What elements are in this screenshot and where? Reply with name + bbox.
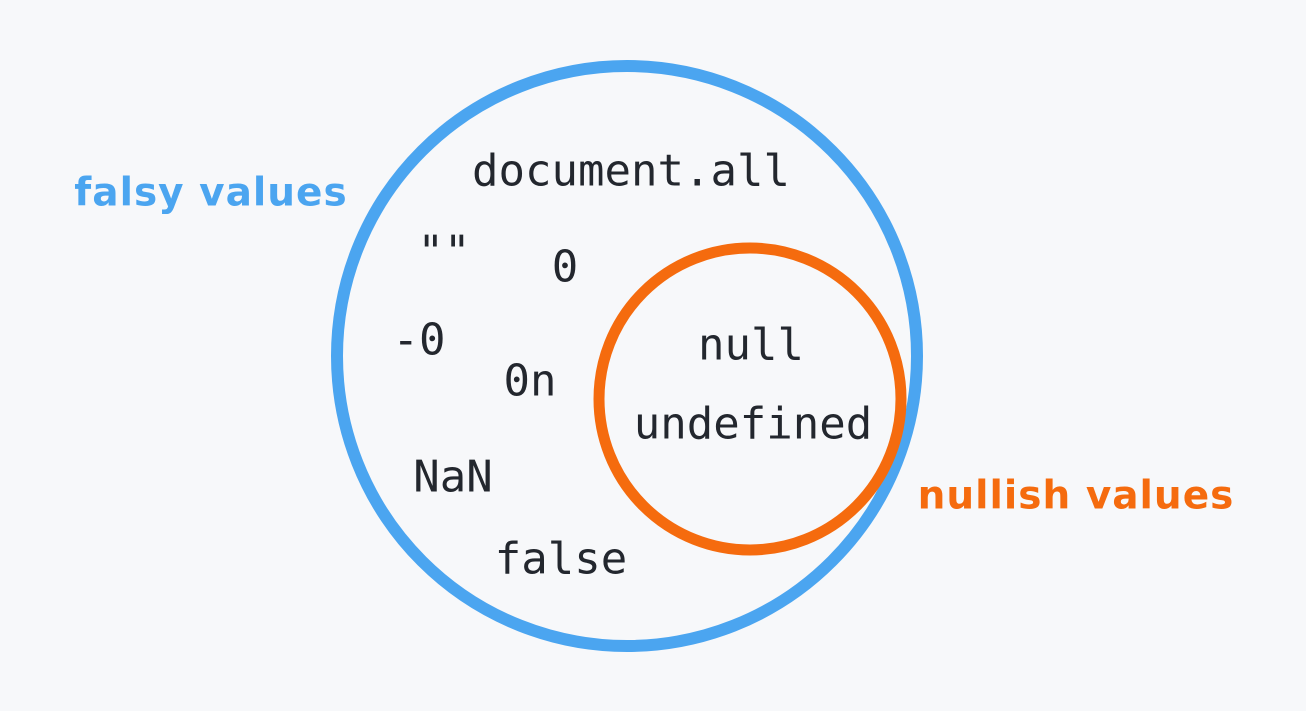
nullish-set-label: nullish values xyxy=(917,473,1235,519)
value-negative-zero: -0 xyxy=(392,314,446,366)
value-empty-string: "" xyxy=(417,226,471,278)
value-zero: 0 xyxy=(551,241,579,293)
falsy-set-label: falsy values xyxy=(74,170,348,216)
nullish-set-circle xyxy=(593,242,907,556)
value-document-all: document.all xyxy=(472,145,790,197)
value-null: null xyxy=(698,319,804,371)
value-undefined: undefined xyxy=(633,398,873,450)
falsy-set-circle xyxy=(331,60,923,652)
value-zero-bigint: 0n xyxy=(503,355,557,407)
value-nan: NaN xyxy=(413,451,493,503)
value-false: false xyxy=(494,533,628,585)
